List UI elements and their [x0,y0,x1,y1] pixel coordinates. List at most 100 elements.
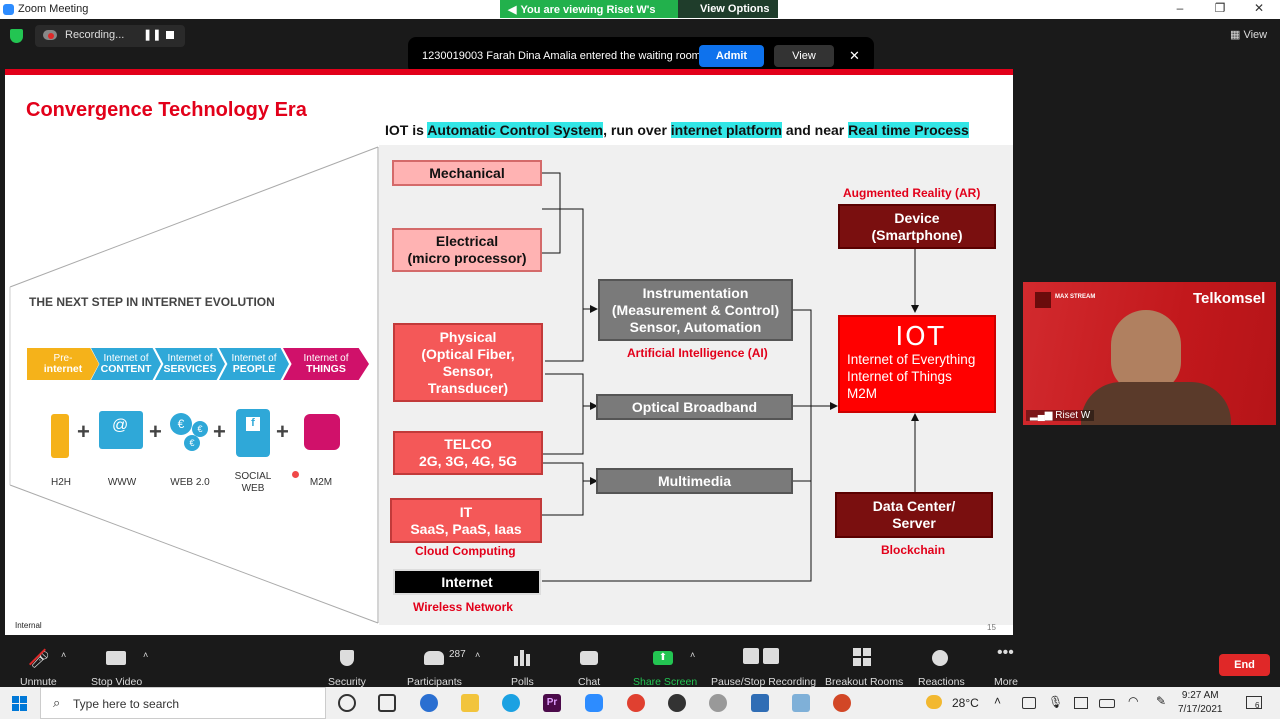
polls-icon[interactable] [514,650,530,666]
instrumentation-line2: (Measurement & Control) [611,301,780,318]
photos-icon[interactable] [751,694,769,712]
close-window-icon[interactable]: ✕ [1253,1,1265,15]
chat-bubble-icon[interactable] [580,651,598,665]
iot-prefix: IOT is [385,122,428,138]
battery-icon[interactable] [1099,699,1115,708]
share-screen-button[interactable]: Share Screen [633,676,698,688]
stop-video-button[interactable]: Stop Video [91,676,143,688]
admit-button[interactable]: Admit [699,45,764,67]
internet-box: Internet [393,569,541,595]
speaker-face [1111,310,1181,392]
icon-label-m2m: M2M [309,477,333,488]
datacenter-line1: Data Center/ [872,498,956,514]
mechanical-label: Mechanical [429,164,505,181]
view-waiting-button[interactable]: View [774,45,834,67]
app-icon-notes[interactable] [792,694,810,712]
security-button[interactable]: Security [328,676,366,688]
maxstream-label: MAX STREAM [1055,294,1096,300]
display-icon[interactable] [1074,697,1088,709]
view-layout-button[interactable]: ▦ View [1230,28,1267,41]
blockchain-label: Blockchain [881,543,946,557]
audio-options-chevron-icon[interactable]: ˄ [61,650,67,660]
participant-name: ▂▄▆ Riset W [1026,410,1095,421]
close-notification-icon[interactable]: ✕ [849,48,860,63]
encryption-shield-icon[interactable] [10,29,23,43]
datacenter-box: Data Center/Server [835,492,993,538]
chat-button[interactable]: Chat [578,676,601,688]
restore-icon[interactable]: ❐ [1214,1,1226,15]
view-options-button[interactable]: View Options ⌄ [678,0,778,28]
taskbar-search-input[interactable]: ⌕ Type here to search [40,687,326,719]
app-icon-1[interactable] [420,694,438,712]
stop-recording-toolbar-icon[interactable] [763,648,779,664]
tray-overflow-icon[interactable]: ˄ [994,694,1002,708]
onedrive-icon[interactable] [1022,697,1036,709]
polls-button[interactable]: Polls [511,676,534,688]
premiere-pro-icon[interactable]: Pr [543,694,561,712]
speaker-shirt [1081,382,1231,425]
security-shield-icon[interactable] [340,650,354,666]
edge-browser-icon[interactable] [502,694,520,712]
reactions-smiley-icon[interactable] [932,650,948,666]
reactions-button[interactable]: Reactions [918,676,965,688]
optical-broadband-label: Optical Broadband [631,398,758,415]
stop-recording-icon[interactable] [166,31,174,39]
connector-lines [542,172,919,582]
participants-icon[interactable] [424,651,444,665]
participant-video[interactable]: MAX STREAM Telkomsel ▂▄▆ Riset W [1023,282,1276,425]
physical-line2: (Optical Fiber, [421,345,515,362]
evolution-title: THE NEXT STEP IN INTERNET EVOLUTION [29,295,275,309]
share-options-chevron-icon[interactable]: ˄ [690,650,696,660]
chrome-icon[interactable] [627,694,645,712]
notifications-icon[interactable]: 6 [1246,696,1262,710]
video-options-chevron-icon[interactable]: ˄ [143,650,149,660]
iot-mid-2: and near [782,122,849,138]
more-dots-icon[interactable]: ••• [997,644,1014,661]
instrumentation-line3: Sensor, Automation [629,318,762,335]
pen-icon[interactable]: ✎ [1156,694,1167,708]
chevron-top: Internet of [303,353,349,364]
cloud-computing-label: Cloud Computing [415,544,516,558]
file-explorer-icon[interactable] [461,694,479,712]
notification-message: 1230019003 Farah Dina Amalia entered the… [422,50,701,62]
pause-stop-recording-button[interactable]: Pause/Stop Recording [711,676,817,688]
chevron-top: Internet of [103,353,149,364]
microphone-icon[interactable]: 🎙︎ [1048,695,1064,709]
grid-view-icon: ▦ [1230,29,1241,41]
chevron-top: Internet of [231,353,277,364]
physical-line3: Sensor, [442,362,494,379]
cortana-icon[interactable] [338,694,356,712]
end-meeting-button[interactable]: End [1219,654,1270,676]
physical-line1: Physical [439,328,497,345]
zoom-taskbar-icon[interactable] [585,694,603,712]
more-button[interactable]: More [994,676,1018,688]
share-screen-icon[interactable]: ⬆ [653,651,673,665]
powerpoint-icon[interactable] [833,694,851,712]
breakout-rooms-button[interactable]: Breakout Rooms [825,676,904,688]
windows-start-icon[interactable] [12,696,27,711]
video-camera-icon[interactable] [106,651,126,665]
temperature-label[interactable]: 28°C [952,696,979,710]
minimize-icon[interactable]: – [1176,1,1184,15]
chevron-bottom: PEOPLE [232,363,276,375]
wifi-icon[interactable]: ◠ [1128,694,1139,708]
unmute-button[interactable]: Unmute [20,676,57,688]
app-icon-disc[interactable] [709,694,727,712]
app-icon-obs[interactable] [668,694,686,712]
participants-button[interactable]: Participants [407,676,462,688]
participants-chevron-icon[interactable]: ˄ [475,650,481,660]
currency-icon: € € € [170,413,212,457]
breakout-rooms-icon[interactable] [853,648,871,666]
multimedia-label: Multimedia [657,472,732,489]
classification-label: Internal [15,621,42,630]
instrumentation-box: Instrumentation(Measurement & Control)Se… [598,279,793,341]
search-placeholder: Type here to search [73,697,180,711]
task-view-icon[interactable] [378,694,396,712]
pause-recording-icon[interactable]: ❚❚ [143,29,162,41]
zoom-wedge-lines [9,146,379,624]
device-box: Device(Smartphone) [838,204,996,249]
pause-recording-toolbar-icon[interactable] [743,648,759,664]
wireless-network-label: Wireless Network [413,600,513,614]
